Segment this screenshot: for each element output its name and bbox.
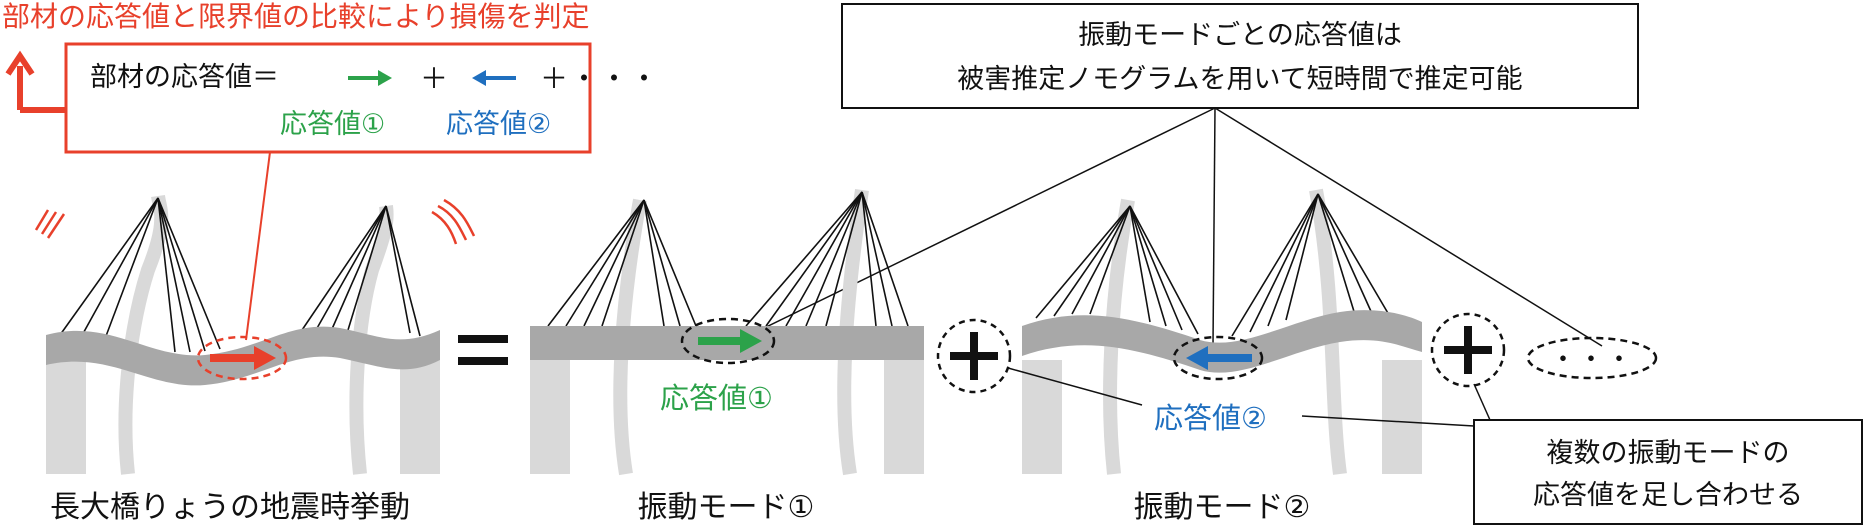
caption-mode2: 振動モード② xyxy=(1134,490,1311,525)
bottom-note-line2: 応答値を足し合わせる xyxy=(1533,480,1803,511)
pier-right xyxy=(1382,360,1422,474)
red-response-arrow-icon xyxy=(210,346,276,370)
cables-left xyxy=(547,199,697,327)
tower-right xyxy=(349,205,394,475)
formula-prefix: 部材の応答値＝ xyxy=(90,62,279,93)
top-note-box: 振動モードごとの応答値は 被害推定ノモグラムを用いて短時間で推定可能 xyxy=(841,3,1639,109)
plus-sign-1 xyxy=(936,318,1012,394)
pier-left xyxy=(1022,360,1062,474)
header-title: 部材の応答値と限界値の比較により損傷を判定 xyxy=(2,0,589,33)
up-arrow-icon xyxy=(5,50,68,113)
formula-plus-tail: ＋・・・ xyxy=(540,62,660,95)
cables-right xyxy=(745,191,909,327)
top-note-leader-lines xyxy=(759,107,1603,347)
formula-leader-line xyxy=(245,151,271,341)
blue-response-arrow-icon xyxy=(1186,346,1252,370)
bridge-mode1 xyxy=(530,188,924,476)
bottom-note-line1: 複数の振動モードの xyxy=(1547,438,1790,469)
cables-right xyxy=(1231,193,1393,337)
formula-label-blue: 応答値② xyxy=(446,109,551,140)
shake-mark-left xyxy=(34,209,66,239)
response-ellipse-green xyxy=(680,317,776,365)
ellipsis-text: ・・・ xyxy=(1550,345,1634,375)
cables-left xyxy=(1035,205,1199,335)
mode2-response-label: 応答値② xyxy=(1154,401,1267,435)
top-note-line2: 被害推定ノモグラムを用いて短時間で推定可能 xyxy=(957,64,1522,95)
pier-right xyxy=(400,360,440,474)
cables-left xyxy=(59,197,221,353)
ellipsis-mark: ・・・ xyxy=(1526,336,1658,380)
pier-left xyxy=(530,360,570,474)
equals-sign xyxy=(458,335,508,365)
shake-mark-right xyxy=(431,198,476,245)
formula-plus: ＋ xyxy=(420,62,448,95)
formula-blue-arrow-icon xyxy=(472,70,516,86)
pier-right xyxy=(884,360,924,474)
formula-label-green: 応答値① xyxy=(280,109,385,140)
deck-mode2 xyxy=(1022,310,1422,373)
plus-sign-2 xyxy=(1430,312,1506,388)
response-ellipse-red xyxy=(196,335,288,381)
pier-left xyxy=(46,360,86,474)
green-response-arrow-icon xyxy=(698,329,762,353)
formula-box: 部材の応答値＝ ＋ ＋・・・ 応答値① 応答値② xyxy=(64,42,660,154)
tower-right xyxy=(1309,188,1347,475)
mode1-response-label: 応答値① xyxy=(660,381,773,415)
bridge-mode2 xyxy=(1022,188,1422,475)
bridge-seismic xyxy=(34,194,476,475)
top-note-line1: 振動モードごとの応答値は xyxy=(1078,20,1402,51)
bottom-note-leader-lines xyxy=(1007,367,1491,427)
bottom-note-box: 複数の振動モードの 応答値を足し合わせる xyxy=(1473,419,1863,525)
response-ellipse-blue xyxy=(1172,335,1264,381)
caption-mode1: 振動モード① xyxy=(638,490,815,525)
formula-green-arrow-icon xyxy=(348,70,392,86)
caption-seismic: 長大橋りょうの地震時挙動 xyxy=(50,490,410,525)
cables-right xyxy=(299,205,421,337)
